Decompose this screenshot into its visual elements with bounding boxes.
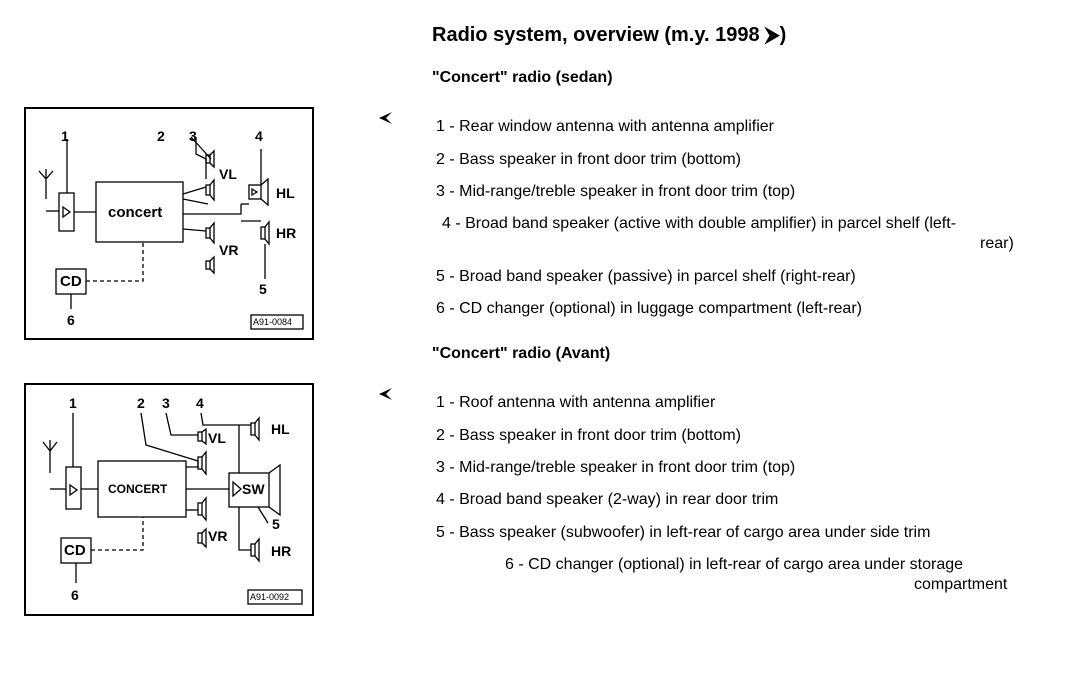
callout-6: 6 (71, 587, 79, 603)
callout-5: 5 (259, 281, 267, 297)
list-item: 3 - Mid-range/treble speaker in front do… (436, 459, 796, 476)
speaker-hl-label: HL (276, 185, 295, 201)
callout-6: 6 (67, 312, 75, 328)
speaker-hl-label: HL (271, 421, 290, 437)
callout-1: 1 (69, 395, 77, 411)
list-item: 3 - Mid-range/treble speaker in front do… (436, 183, 796, 200)
callout-4: 4 (255, 128, 263, 144)
cd-changer-label: CD (60, 273, 82, 290)
callout-5: 5 (272, 516, 280, 532)
callout-3: 3 (162, 395, 170, 411)
figure-ref: A91-0084 (253, 317, 293, 327)
callout-2: 2 (157, 128, 165, 144)
section-heading-avant: "Concert" radio (Avant) (432, 345, 611, 362)
speaker-vr-label: VR (219, 242, 239, 258)
list-item: 6 - CD changer (optional) in left-rear o… (505, 556, 964, 573)
speaker-hr-label: HR (276, 225, 297, 241)
section-heading-sedan: "Concert" radio (sedan) (432, 69, 613, 86)
speaker-vl-label: VL (208, 430, 226, 446)
radio-unit-label: concert (108, 204, 163, 221)
list-item: 4 - Broad band speaker (2-way) in rear d… (436, 491, 779, 508)
list-item: 6 - CD changer (optional) in luggage com… (436, 300, 862, 317)
cd-changer-label: CD (64, 542, 86, 559)
callout-1: 1 (61, 128, 69, 144)
list-item: 1 - Rear window antenna with antenna amp… (436, 118, 774, 135)
callout-4: 4 (196, 395, 204, 411)
list-item-continuation: rear) (980, 235, 1014, 252)
callout-2: 2 (137, 395, 145, 411)
speaker-vl-label: VL (219, 166, 237, 182)
radio-unit-label: CONCERT (108, 482, 168, 496)
page-title: Radio system, overview (m.y. 1998 ⮞) (432, 24, 787, 46)
back-arrow-icon[interactable] (378, 111, 394, 127)
callout-3: 3 (189, 128, 197, 144)
list-item: 2 - Bass speaker in front door trim (bot… (436, 151, 741, 168)
back-arrow-icon[interactable] (378, 387, 394, 403)
subwoofer-label: SW (242, 481, 265, 497)
list-item: 5 - Bass speaker (subwoofer) in left-rea… (436, 524, 931, 541)
list-item: 5 - Broad band speaker (passive) in parc… (436, 268, 856, 285)
list-item-continuation: compartment (914, 576, 1008, 593)
diagram-sedan: 1 2 3 4 5 6 concert CD VL VR HL HR A91-0… (24, 107, 314, 340)
diagram-avant: 1 2 3 4 5 6 CONCERT CD VL VR HL HR SW A9… (24, 383, 314, 616)
list-item: 4 - Broad band speaker (active with doub… (442, 215, 957, 232)
figure-ref: A91-0092 (250, 592, 290, 602)
list-item: 2 - Bass speaker in front door trim (bot… (436, 427, 741, 444)
list-item: 1 - Roof antenna with antenna amplifier (436, 394, 716, 411)
speaker-vr-label: VR (208, 528, 228, 544)
speaker-hr-label: HR (271, 543, 292, 559)
